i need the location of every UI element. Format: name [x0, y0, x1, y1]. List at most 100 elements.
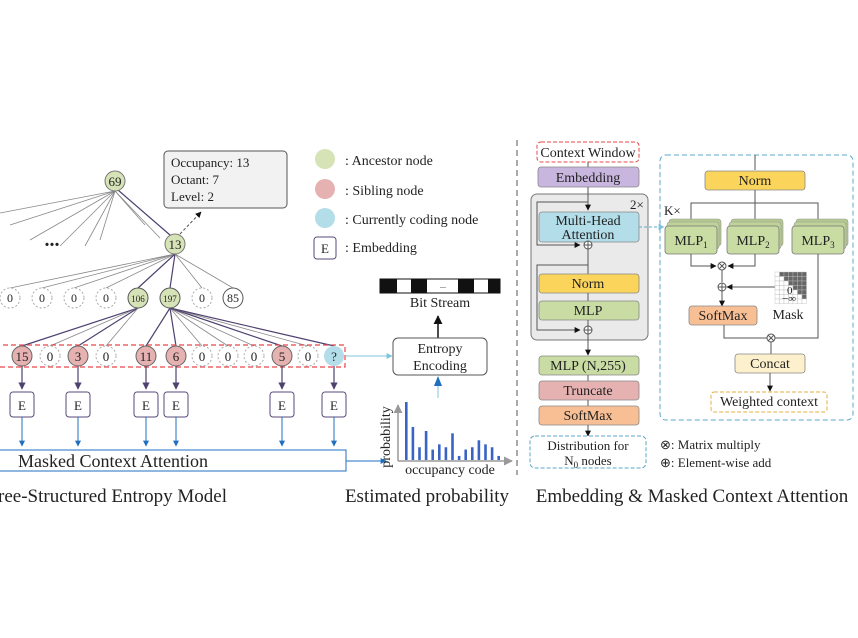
tree-node-level4[interactable]: 0	[95, 345, 117, 367]
norm-branch-lines	[690, 202, 819, 220]
multi-head-attention-block[interactable]: Multi-Head Attention	[538, 211, 640, 243]
tree-node-level3[interactable]: 106	[127, 287, 149, 309]
tree-node-level3[interactable]: 197	[159, 287, 181, 309]
node-label: 11	[140, 349, 153, 364]
tree-node-level3[interactable]: 0	[95, 287, 117, 309]
norm-block[interactable]: Norm	[538, 273, 640, 294]
tree-node-level3[interactable]: 0	[63, 287, 85, 309]
tree-node-level4[interactable]: 15	[11, 345, 33, 367]
node-label: ?	[331, 349, 337, 364]
node-info-box: Occupancy: 13 Octant: 7 Level: 2	[163, 150, 288, 209]
tree-node-level4[interactable]: 6	[165, 345, 187, 367]
softmax-block[interactable]: SoftMax	[538, 405, 640, 426]
tree-edges	[0, 189, 335, 347]
embedding-box[interactable]: E	[133, 391, 159, 418]
tree-node-level4[interactable]: 3	[67, 345, 89, 367]
mlp-output-label: MLP (N,255)	[550, 359, 626, 374]
bit-stream: ...	[379, 278, 501, 294]
node-label: 3	[75, 349, 82, 364]
mlp-label: MLP1	[674, 234, 707, 250]
tree-node-level3[interactable]: 85	[222, 287, 244, 309]
chart-x-label: occupancy code	[405, 463, 495, 478]
legend-embedding-label: : Embedding	[345, 241, 417, 256]
tree-node-level4[interactable]: 0	[243, 345, 265, 367]
mlp-output-block[interactable]: MLP (N,255)	[538, 355, 640, 376]
tree-node-level4[interactable]: 0	[39, 345, 61, 367]
detail-mlp-1[interactable]: MLP1	[664, 218, 722, 255]
embedding-symbol: E	[330, 398, 338, 413]
embedding-box[interactable]: E	[65, 391, 91, 418]
embedding-box[interactable]: E	[163, 391, 189, 418]
chart-bar	[497, 455, 500, 460]
tree-node-level4[interactable]: 0	[217, 345, 239, 367]
tree-node-level4[interactable]: 11	[135, 345, 157, 367]
tree-node-level4[interactable]: 5	[271, 345, 293, 367]
mha-label-line1: Multi-Head	[555, 214, 620, 229]
chart-bar	[411, 426, 415, 460]
mlp-label: MLP	[574, 304, 603, 319]
tree-ellipsis: ...	[45, 229, 60, 251]
node-label: 0	[47, 349, 54, 364]
node-label: 5	[279, 349, 286, 364]
detail-mlp-3[interactable]: MLP3	[791, 218, 849, 255]
node-label: 0	[305, 349, 312, 364]
norm-label: Norm	[572, 277, 605, 292]
node-label: 85	[227, 291, 239, 305]
detail-norm-block[interactable]: Norm	[704, 170, 806, 191]
node-label: 0	[39, 291, 45, 305]
masked-context-attention-box[interactable]: Masked Context Attention	[0, 449, 347, 472]
embedding-block[interactable]: Embedding	[537, 166, 640, 188]
mlp-label: MLP2	[736, 234, 769, 250]
concat-block[interactable]: Concat	[734, 353, 806, 374]
embedding-box[interactable]: E	[269, 391, 295, 418]
legend-current-swatch	[315, 208, 335, 228]
weighted-context-label: Weighted context	[720, 395, 818, 410]
tree-level2-node[interactable]: 13	[164, 233, 186, 255]
attention-caption: Embedding & Masked Context Attention	[536, 486, 849, 507]
detail-mlp-2[interactable]: MLP2	[726, 218, 784, 255]
tree-node-level3[interactable]: 0	[191, 287, 213, 309]
node-label: 0	[71, 291, 77, 305]
chart-y-label: probability	[379, 406, 394, 467]
context-window-box[interactable]: Context Window	[536, 141, 640, 163]
node-label: 0	[225, 349, 232, 364]
concat-label: Concat	[750, 357, 790, 372]
entropy-encoding-box[interactable]: Entropy Encoding	[392, 337, 488, 376]
chart-bar	[477, 440, 481, 460]
mlp-block[interactable]: MLP	[538, 300, 640, 321]
tree-node-level3[interactable]: 0	[31, 287, 53, 309]
legend-ancestor-swatch	[315, 149, 335, 169]
embedding-symbol: E	[142, 398, 150, 413]
tree-root-node[interactable]: 69	[104, 170, 126, 192]
embedding-box[interactable]: E	[9, 391, 35, 418]
attention-label: Masked Context Attention	[18, 451, 208, 471]
tree-node-level4[interactable]: ?	[324, 346, 344, 366]
embedding-box[interactable]: E	[321, 391, 347, 418]
attention-mask	[774, 271, 807, 304]
chart-bar	[405, 402, 408, 460]
tree-node-level4[interactable]: 0	[297, 345, 319, 367]
probability-to-encoder-arrowhead	[434, 376, 442, 386]
legend-ancestor-label: : Ancestor node	[345, 154, 433, 169]
node-label: 15	[16, 349, 29, 364]
k-repeat-count: K×	[664, 203, 681, 218]
mlp-label: MLP3	[801, 234, 835, 250]
chart-bar	[424, 431, 428, 460]
detail-norm-label: Norm	[739, 174, 772, 189]
node-label: 0	[103, 349, 110, 364]
embedding-symbol: E	[278, 398, 286, 413]
tree-node-level4[interactable]: 0	[191, 345, 213, 367]
embedding-symbol: E	[172, 398, 180, 413]
entropy-encoding-line1: Entropy	[417, 342, 462, 357]
node-label: 106	[131, 294, 145, 304]
truncate-label: Truncate	[563, 384, 612, 399]
detail-softmax-block[interactable]: SoftMax	[688, 305, 758, 326]
truncate-block[interactable]: Truncate	[538, 380, 640, 401]
sibling-context-window	[0, 344, 346, 368]
node-label: 0	[251, 349, 258, 364]
level2-node-label: 13	[169, 237, 182, 252]
tree-node-level3[interactable]: 0	[0, 287, 21, 309]
chart-bar	[457, 455, 461, 460]
